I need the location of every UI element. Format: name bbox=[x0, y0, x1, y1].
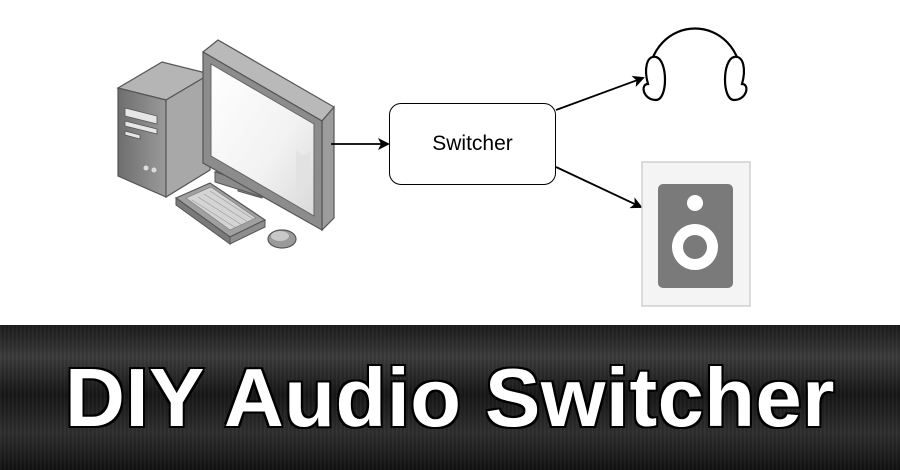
banner-title: DIY Audio Switcher bbox=[64, 349, 836, 445]
title-banner: DIY Audio Switcher bbox=[0, 325, 900, 470]
speaker-icon bbox=[641, 161, 751, 307]
audio-switch-diagram: Switcher bbox=[116, 27, 751, 307]
switcher-node: Switcher bbox=[389, 103, 556, 185]
switcher-to-headphones-arrow bbox=[555, 75, 645, 111]
switcher-label: Switcher bbox=[432, 132, 513, 155]
headphones-icon bbox=[642, 27, 748, 102]
desktop-computer-icon bbox=[116, 39, 335, 249]
switcher-to-speaker-arrow bbox=[555, 166, 643, 209]
